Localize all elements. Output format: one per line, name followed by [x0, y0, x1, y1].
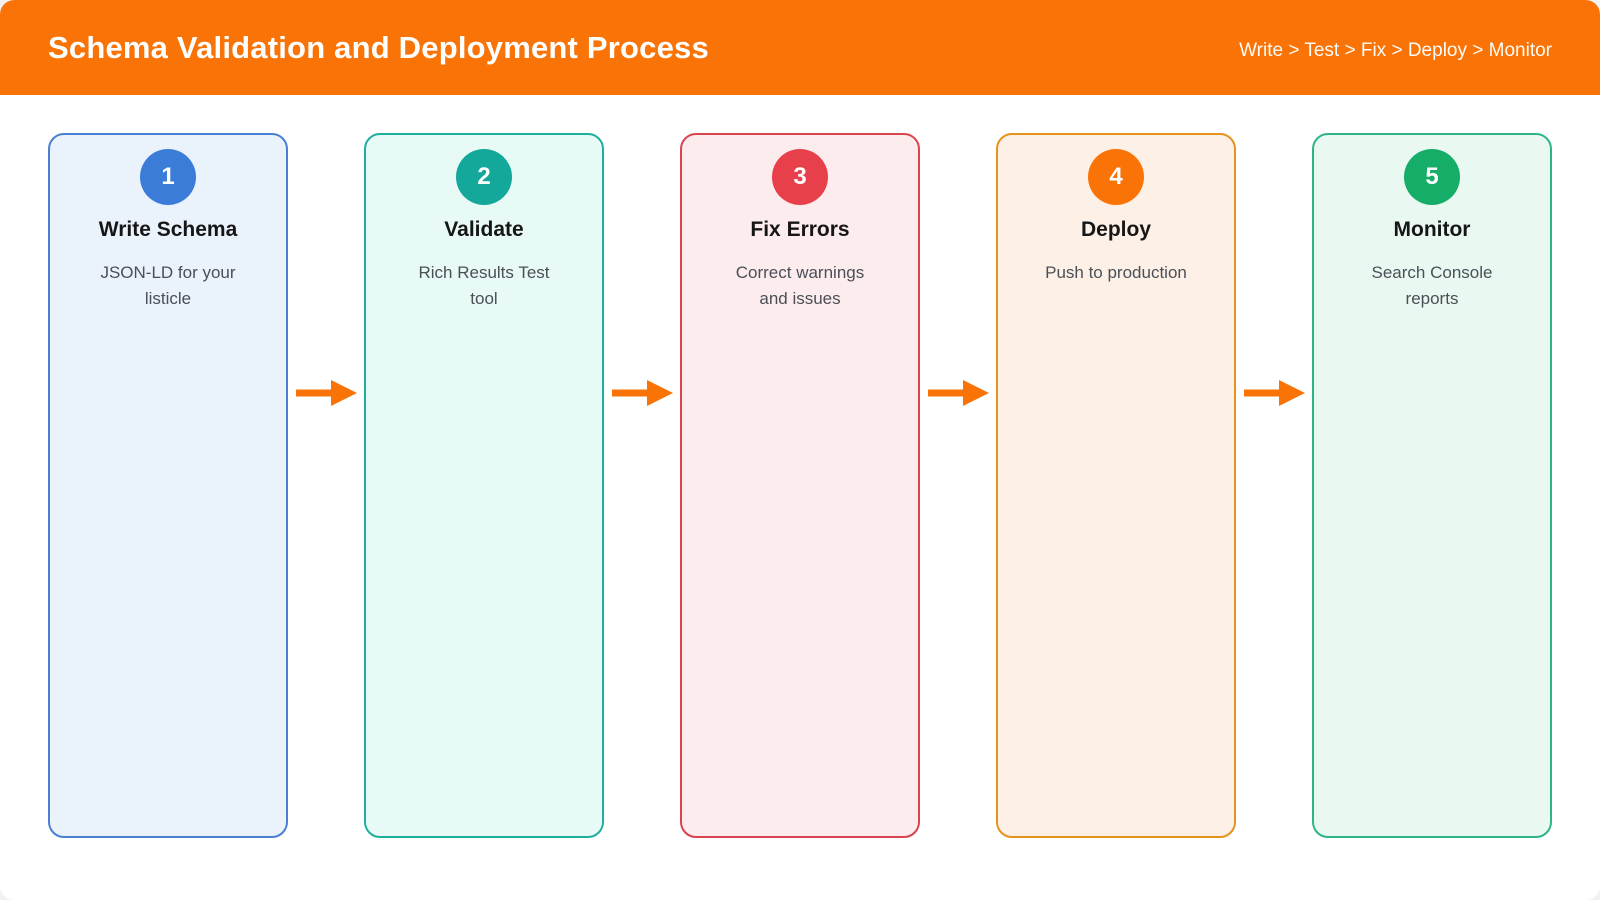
step-description: Correct warnings and issues [735, 263, 865, 308]
step-number-badge: 5 [1404, 149, 1460, 205]
right-arrow-icon [295, 378, 357, 408]
step-description: Rich Results Test tool [418, 263, 550, 308]
steps-row: 1 Write Schema JSON-LD for your listicle… [0, 133, 1600, 838]
step-description: Push to production [1045, 263, 1187, 282]
step-number-badge: 3 [772, 149, 828, 205]
step-card-write-schema: 1 Write Schema JSON-LD for your listicle [48, 133, 288, 838]
step-description: JSON-LD for your listicle [100, 263, 236, 308]
step-card-monitor: 5 Monitor Search Console reports [1312, 133, 1552, 838]
right-arrow-icon [1243, 378, 1305, 408]
step-number-badge: 2 [456, 149, 512, 205]
step-number-badge: 4 [1088, 149, 1144, 205]
right-arrow-icon [611, 378, 673, 408]
right-arrow-icon [927, 378, 989, 408]
step-description: Search Console reports [1371, 263, 1493, 308]
step-card-fix-errors: 3 Fix Errors Correct warnings and issues [680, 133, 920, 838]
step-title: Fix Errors [750, 218, 850, 241]
step-title: Validate [444, 218, 524, 241]
step-title: Deploy [1080, 218, 1151, 241]
step-title: Write Schema [98, 218, 238, 241]
header-bar: Schema Validation and Deployment Process… [0, 0, 1600, 95]
step-card-deploy: 4 Deploy Push to production [996, 133, 1236, 838]
breadcrumb: Write > Test > Fix > Deploy > Monitor [1239, 39, 1552, 61]
page-title: Schema Validation and Deployment Process [48, 29, 709, 65]
step-card-validate: 2 Validate Rich Results Test tool [364, 133, 604, 838]
step-title: Monitor [1393, 218, 1471, 241]
step-number-badge: 1 [140, 149, 196, 205]
